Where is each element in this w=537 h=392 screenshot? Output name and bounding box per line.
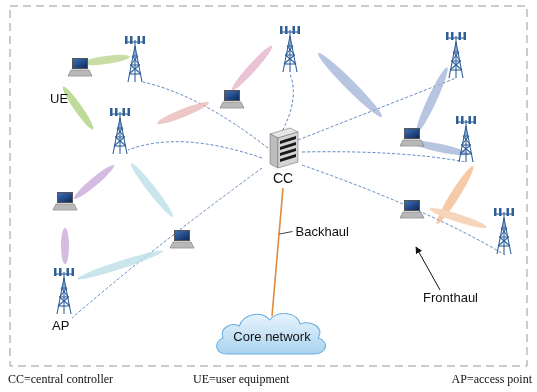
abbreviation-note: AP=access point	[452, 372, 532, 387]
beams	[60, 43, 488, 283]
abbreviation-note: CC=central controller	[8, 372, 113, 387]
abbreviation-note: UE=user equipment	[193, 372, 289, 387]
leader-arrow	[416, 247, 440, 290]
part-label: UE	[50, 91, 68, 106]
core-network-cloud: Core network	[213, 308, 330, 358]
central-controller: CC	[263, 126, 303, 186]
leader-line	[280, 232, 293, 235]
part-label: AP	[52, 318, 69, 333]
backhaul-link	[272, 188, 283, 316]
node-label: Core network	[233, 329, 310, 344]
access-points	[54, 26, 514, 314]
fronthaul-links	[72, 74, 505, 318]
part-label: Fronthaul	[423, 290, 478, 305]
node-label: CC	[263, 170, 303, 186]
region-border	[10, 6, 527, 366]
edge-label: Backhaul	[296, 224, 349, 239]
user-equipment	[53, 58, 424, 248]
server-icon	[266, 126, 300, 170]
